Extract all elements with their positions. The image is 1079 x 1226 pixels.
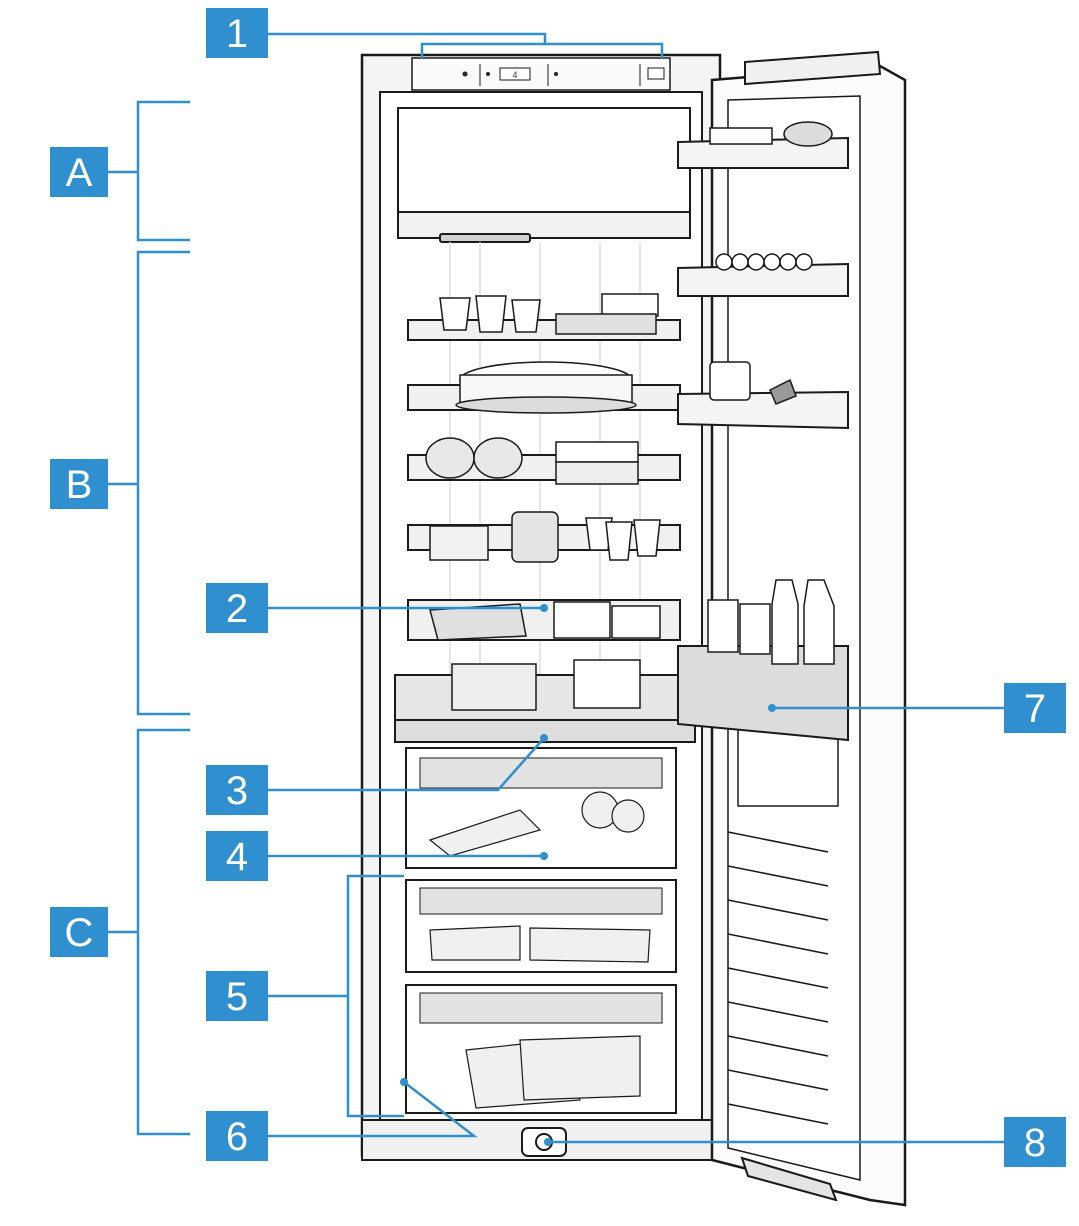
door-items [707, 121, 835, 665]
section-brackets [108, 100, 190, 1136]
callout-badge-5: 5 [206, 971, 268, 1021]
section-badge-a: A [50, 147, 108, 197]
callout-badge-3: 3 [206, 765, 268, 815]
control-panel [462, 64, 665, 86]
shelf-items [425, 293, 661, 711]
callout-label-7: 7 [1024, 687, 1046, 731]
control-panel-display: 4 [512, 70, 517, 80]
callout-label-6: 6 [226, 1115, 248, 1159]
callout-badge-7: 7 [1004, 683, 1066, 733]
section-label-b: B [66, 463, 93, 507]
section-badge-c: C [50, 907, 108, 957]
callout-badge-6: 6 [206, 1111, 268, 1161]
callout-badge-1: 1 [206, 8, 268, 58]
callout-label-3: 3 [226, 769, 248, 813]
door-hinge [740, 1156, 838, 1202]
leader-lines [268, 32, 1004, 1144]
leader-dots [400, 604, 776, 1146]
section-label-c: C [65, 911, 94, 955]
drawer-contents [428, 791, 651, 1109]
callout-label-2: 2 [226, 587, 248, 631]
callout-label-5: 5 [226, 975, 248, 1019]
top-compartment [397, 107, 691, 243]
callout-badge-4: 4 [206, 831, 268, 881]
callout-badge-8: 8 [1004, 1117, 1066, 1167]
callout-label-4: 4 [226, 835, 248, 879]
callout-label-8: 8 [1024, 1121, 1046, 1165]
section-label-a: A [66, 151, 93, 195]
section-badge-b: B [50, 459, 108, 509]
callout-badge-2: 2 [206, 583, 268, 633]
callout-label-1: 1 [226, 12, 248, 56]
door-vents [727, 831, 829, 1125]
